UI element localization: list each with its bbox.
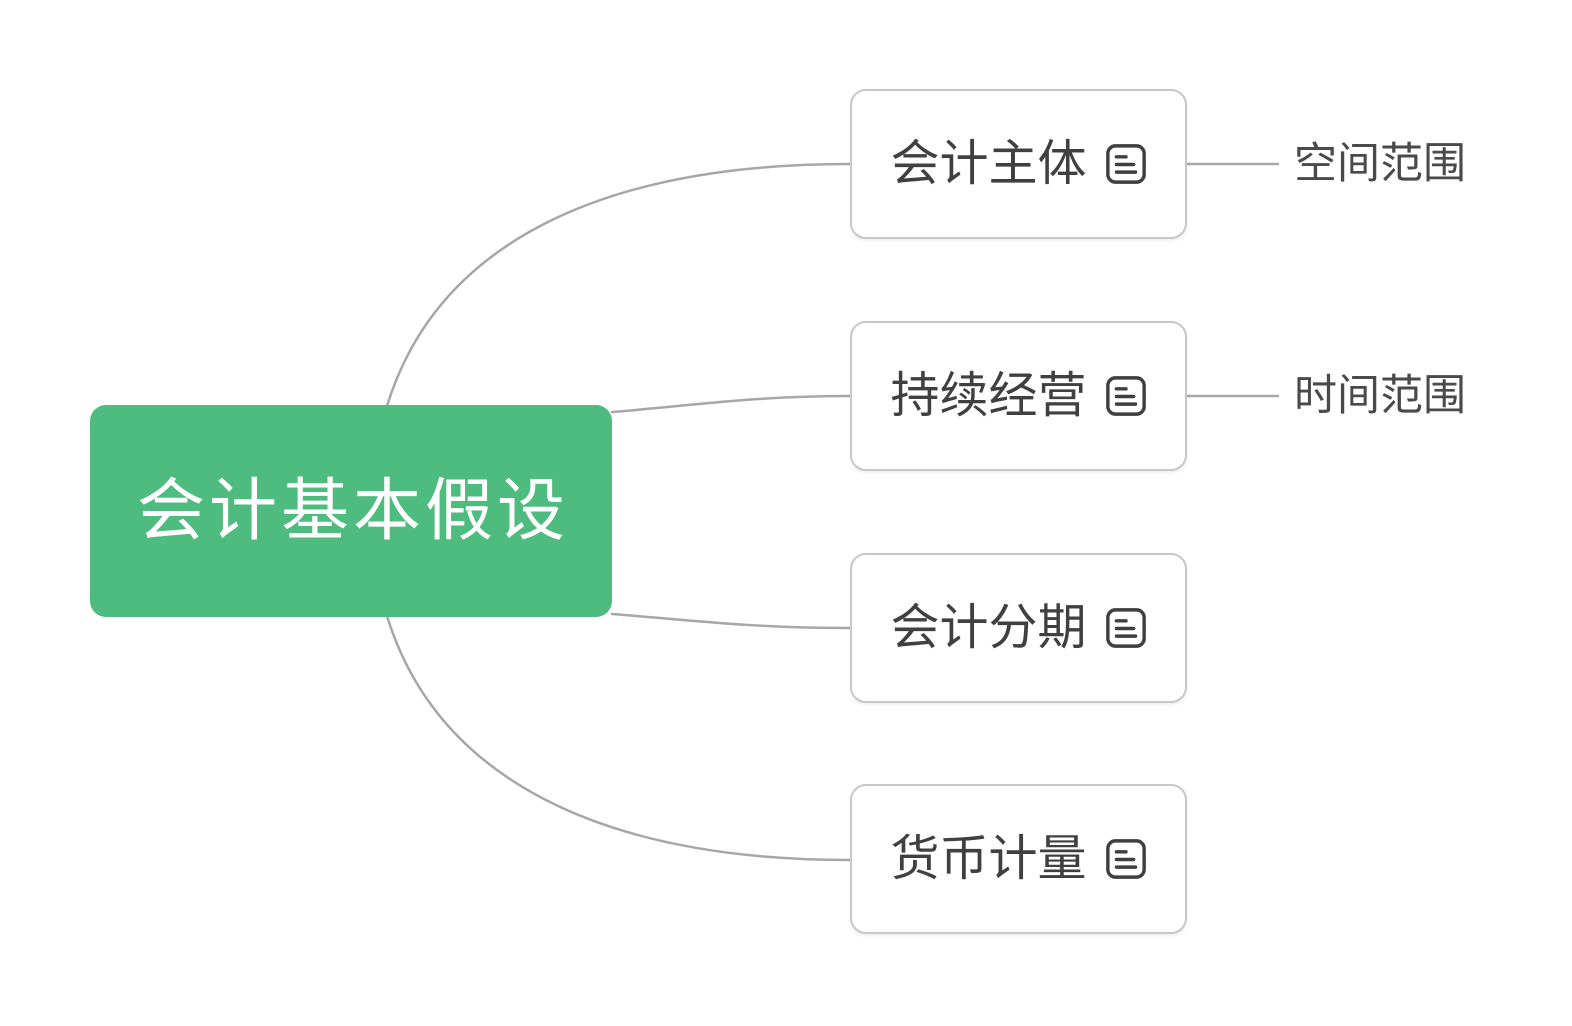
notes-icon[interactable]	[1105, 607, 1147, 649]
topic-monetary-measurement[interactable]: 货币计量	[850, 784, 1187, 934]
topic-label: 会计主体	[890, 136, 1087, 191]
connector-root-to-branch-2	[610, 394, 852, 414]
root-topic-label: 会计基本假设	[136, 473, 569, 549]
notes-icon[interactable]	[1105, 838, 1147, 880]
root-topic[interactable]: 会计基本假设	[90, 405, 612, 617]
topic-going-concern[interactable]: 持续经营	[850, 321, 1187, 471]
connector-root-to-branch-1	[385, 162, 852, 408]
topic-accounting-entity[interactable]: 会计主体	[850, 89, 1187, 239]
connector-root-to-branch-3	[610, 612, 852, 630]
topic-label: 货币计量	[890, 831, 1087, 886]
annotation-time-scope[interactable]: 时间范围	[1294, 372, 1466, 420]
annotation-spatial-scope[interactable]: 空间范围	[1294, 140, 1466, 188]
topic-label: 会计分期	[890, 600, 1087, 655]
notes-icon[interactable]	[1105, 375, 1147, 417]
notes-icon[interactable]	[1105, 143, 1147, 185]
topic-accounting-period[interactable]: 会计分期	[850, 553, 1187, 703]
connector-root-to-branch-4	[385, 614, 852, 862]
topic-label: 持续经营	[890, 368, 1087, 423]
